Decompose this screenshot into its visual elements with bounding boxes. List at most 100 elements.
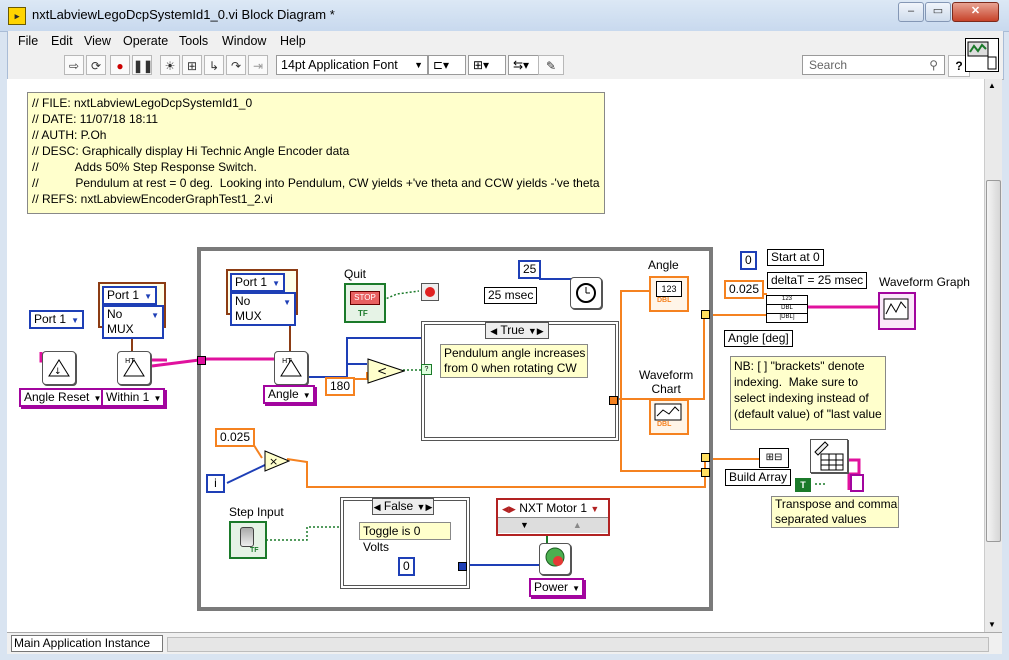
menu-operate[interactable]: Operate (123, 34, 169, 48)
quit-stop-control[interactable]: STOP TF (344, 283, 386, 323)
bundle-waveform-node[interactable]: 123 DBL [DBL] (766, 295, 808, 323)
run-continuously-icon[interactable]: ⟳ (86, 55, 106, 75)
port1-inner-value: Port 1 (235, 275, 268, 289)
port-mux-cluster-inner[interactable]: Port 1 No MUX (226, 269, 298, 326)
waveform-graph-terminal[interactable] (878, 292, 916, 330)
search-input[interactable]: Search⚲ (802, 55, 945, 75)
comment-line: // DESC: Graphically display Hi Technic … (32, 144, 350, 158)
comment-line: // FILE: nxtLabviewLegoDcpSystemId1_0 (32, 96, 253, 110)
string-indicator[interactable] (850, 474, 864, 492)
align-objects-icon[interactable]: ⊏▾ (428, 55, 466, 75)
msec-comment: 25 msec (484, 287, 538, 304)
comment-line: // Adds 50% Step Response Switch. (32, 160, 257, 174)
step-over-icon[interactable]: ↷ (226, 55, 246, 75)
motor-power-subvi[interactable] (539, 543, 571, 575)
nomux-inner-enum[interactable]: No MUX (230, 292, 296, 326)
vi-icon[interactable] (965, 38, 999, 72)
less-than-node[interactable]: < (367, 358, 405, 384)
build-array-label: Build Array (725, 469, 792, 486)
write-spreadsheet-subvi[interactable] (810, 439, 848, 473)
case-structure-true[interactable] (421, 321, 619, 441)
application-instance-box[interactable]: Main Application Instance (11, 635, 163, 652)
file-header-comment[interactable]: // FILE: nxtLabviewLegoDcpSystemId1_0 //… (27, 92, 605, 214)
read-angle-subvi[interactable]: HT (274, 351, 308, 385)
waveform-chart-terminal[interactable]: DBL (649, 399, 689, 435)
maximize-button[interactable]: ▭ (925, 2, 951, 22)
angle-reset-ring[interactable]: Angle Reset (19, 388, 106, 407)
chart-icon (654, 403, 682, 421)
nb-indexing-comment: NB: [ ] "brackets" denote indexing. Make… (730, 356, 886, 430)
chevron-down-icon: ▼ (414, 60, 423, 70)
toolbar: ⇨ ⟳ ● ❚❚ ☀ ⊞ ↳ ↷ ⇥ 14pt Application Font… (7, 52, 1004, 80)
case-next-icon[interactable]: ▼▶ (416, 502, 433, 512)
wait-ms-icon[interactable] (570, 277, 602, 309)
angle-ring[interactable]: Angle (263, 385, 315, 404)
vertical-scroll-thumb[interactable] (986, 180, 1001, 542)
port1-mux-enum[interactable]: Port 1 (102, 286, 158, 305)
motor-value: ◀▶ NXT Motor 1 ▼ (502, 501, 599, 515)
loop-condition-terminal[interactable] (421, 283, 439, 301)
const-0-start[interactable]: 0 (740, 251, 757, 270)
comment-line: // DATE: 11/07/18 18:11 (32, 112, 159, 126)
angle-numeric-indicator[interactable]: 123 DBL (649, 276, 689, 312)
abort-icon[interactable]: ● (110, 55, 130, 75)
minimize-button[interactable]: – (898, 2, 924, 22)
scroll-up-icon[interactable]: ▲ (988, 81, 996, 90)
menu-help[interactable]: Help (280, 34, 306, 48)
distribute-objects-icon[interactable]: ⊞▾ (468, 55, 506, 75)
multiply-node[interactable]: × (264, 450, 290, 472)
port1-constant-left[interactable]: Port 1 (29, 310, 85, 329)
port1-inner-enum[interactable]: Port 1 (230, 273, 286, 292)
nomux-enum[interactable]: No MUX (102, 305, 164, 339)
nxt-motor-control[interactable]: ◀▶ NXT Motor 1 ▼ ▼▲ (496, 498, 610, 536)
comment-line: // AUTH: P.Oh (32, 128, 107, 142)
cleanup-diagram-icon[interactable]: ✎ (538, 55, 564, 75)
nomux-left-value: No MUX (107, 307, 134, 336)
within-subvi[interactable]: HT (117, 351, 151, 385)
const-0-case[interactable]: 0 (398, 557, 415, 576)
menu-tools[interactable]: Tools (179, 34, 209, 48)
close-button[interactable]: ✕ (952, 2, 999, 22)
run-arrow-icon[interactable]: ⇨ (64, 55, 84, 75)
menu-view[interactable]: View (84, 34, 111, 48)
pause-icon[interactable]: ❚❚ (132, 55, 153, 75)
const-0025-loop[interactable]: 0.025 (215, 428, 256, 447)
retain-wire-values-icon[interactable]: ⊞ (182, 55, 202, 75)
horizontal-scrollbar[interactable] (167, 637, 989, 652)
power-ring[interactable]: Power (529, 578, 585, 597)
while-loop-frame[interactable] (197, 247, 713, 611)
angle-indicator-value: 123 (656, 281, 682, 297)
const-180[interactable]: 180 (325, 377, 356, 396)
port1-mux-value: Port 1 (107, 288, 140, 302)
case-prev-icon[interactable]: ◀ (373, 502, 381, 512)
step-out-icon[interactable]: ⇥ (248, 55, 268, 75)
case-false-output-tunnel (458, 562, 467, 571)
build-array-node[interactable]: ⊞⊟ (759, 448, 789, 468)
within-ring[interactable]: Within 1 (101, 388, 166, 407)
motor-label: NXT Motor 1 (519, 501, 587, 515)
window-title: nxtLabviewLegoDcpSystemId1_0.vi Block Di… (32, 7, 335, 22)
highlight-execution-icon[interactable]: ☀ (160, 55, 180, 75)
const-true[interactable]: T (795, 478, 811, 492)
const-0025-deltat[interactable]: 0.025 (724, 280, 765, 299)
case-selector-false[interactable]: ◀ False ▼▶ (372, 498, 434, 515)
status-bar: Main Application Instance (7, 632, 1002, 654)
comment-line: // Pendulum at rest = 0 deg. Looking int… (32, 176, 600, 190)
case-selector-true[interactable]: ◀ True ▼▶ (485, 322, 549, 339)
block-diagram-canvas[interactable]: // FILE: nxtLabviewLegoDcpSystemId1_0 //… (7, 79, 984, 632)
loop-iteration-terminal: i (206, 474, 225, 493)
case-next-icon[interactable]: ▼▶ (527, 326, 544, 336)
angle-reset-subvi[interactable]: ↓ (42, 351, 76, 385)
step-input-toggle[interactable]: TF (229, 521, 267, 559)
menu-edit[interactable]: Edit (51, 34, 73, 48)
port-mux-cluster-left[interactable]: Port 1 No MUX (98, 282, 166, 339)
step-into-icon[interactable]: ↳ (204, 55, 224, 75)
case-prev-icon[interactable]: ◀ (490, 326, 498, 336)
font-select[interactable]: 14pt Application Font▼ (276, 55, 428, 75)
transpose-comment: Transpose and comma separated values (771, 496, 899, 528)
const-25[interactable]: 25 (518, 260, 542, 279)
menu-window[interactable]: Window (222, 34, 267, 48)
menu-file[interactable]: File (18, 34, 39, 48)
angle-deg-label: Angle [deg] (724, 330, 793, 347)
scroll-down-icon[interactable]: ▼ (988, 620, 996, 629)
